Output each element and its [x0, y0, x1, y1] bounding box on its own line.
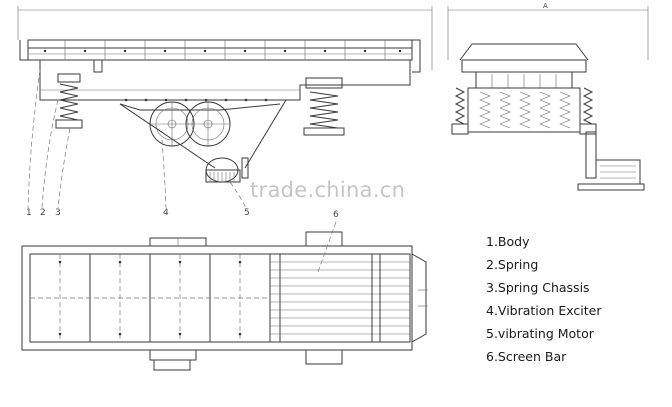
callout-1: 1 [26, 208, 32, 218]
plan-view [21, 221, 428, 371]
screen-bar-area [269, 253, 411, 343]
end-view-body [467, 87, 581, 133]
legend-item-body: 1.Body [486, 234, 530, 249]
dimension-label-a: A [543, 2, 548, 10]
plan-body-outline [21, 245, 413, 351]
left-spring-chassis [55, 119, 83, 129]
callout-5: 5 [244, 208, 250, 218]
left-spring [59, 83, 79, 121]
right-spring [309, 91, 339, 129]
end-elevation-view [447, 6, 649, 191]
legend-item-vibrating-motor: 5.vibrating Motor [486, 326, 594, 341]
callout-4: 4 [163, 208, 169, 218]
callout-6: 6 [333, 210, 339, 220]
legend-item-spring-chassis: 3.Spring Chassis [486, 280, 590, 295]
callout-2: 2 [40, 208, 46, 218]
legend-item-vibration-exciter: 4.Vibration Exciter [486, 303, 602, 318]
legend-item-spring: 2.Spring [486, 257, 539, 272]
callout-3: 3 [55, 208, 61, 218]
parts-legend: 1.Body 2.Spring 3.Spring Chassis 4.Vibra… [486, 230, 601, 368]
legend-item-screen-bar: 6.Screen Bar [486, 349, 567, 364]
left-spring-seat [57, 73, 81, 83]
right-spring-chassis [303, 127, 345, 136]
watermark-text: trade.china.cn [250, 178, 406, 202]
body-top-frame [27, 39, 413, 61]
side-elevation-view [17, 6, 433, 209]
